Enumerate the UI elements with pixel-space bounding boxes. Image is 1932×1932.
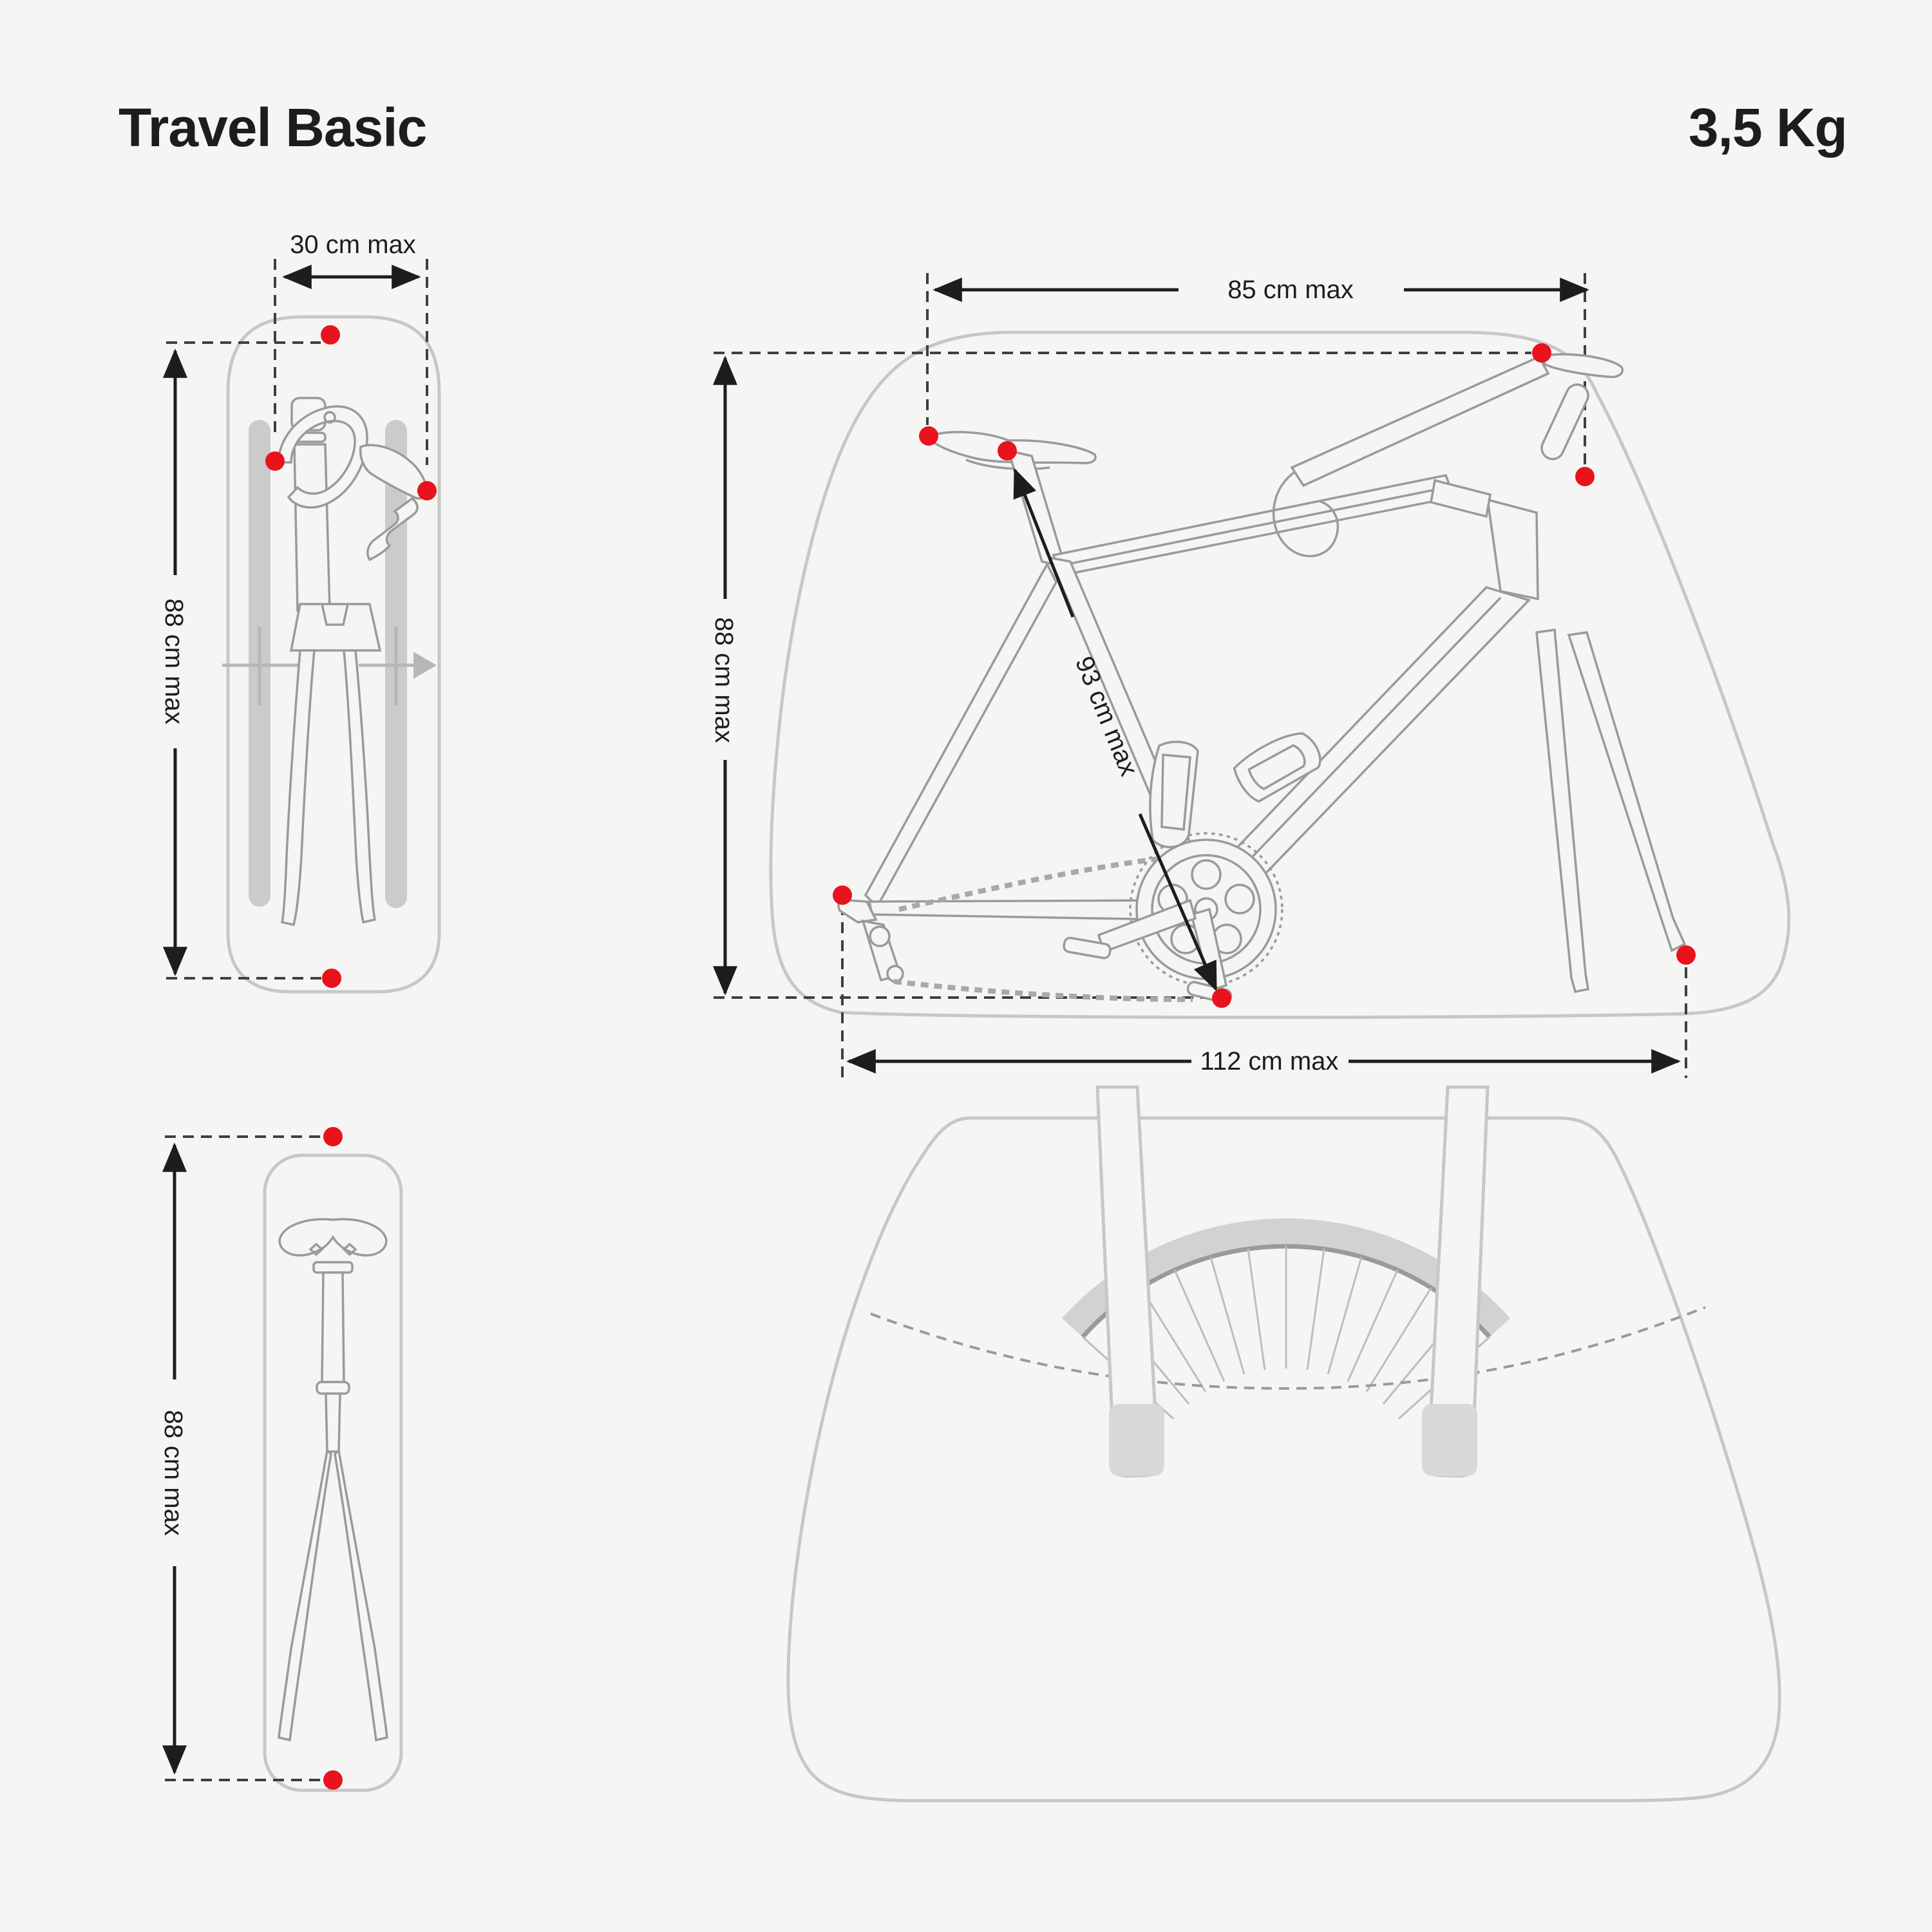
diag-arrow-bottom (1138, 813, 1218, 992)
packed-wheels-sketch (222, 420, 437, 908)
packed-bag-diagram (786, 1085, 1781, 1803)
fork-bag-width-label: 30 cm max (290, 231, 416, 259)
fork-bag-markers (265, 325, 437, 988)
fork-bag-diagram: 30 cm max 88 cm max (160, 231, 441, 994)
left-wheel-crosshair (222, 627, 298, 705)
red-marker-dot (323, 1127, 343, 1146)
red-marker-dot (919, 426, 938, 446)
diag-arrow-top (1013, 468, 1075, 618)
bike-bag-markers (833, 343, 1696, 1008)
fork-bag-width-dimension: 30 cm max (274, 231, 428, 465)
front-derailleur-cage (1160, 753, 1191, 831)
hood-top (1543, 353, 1624, 379)
seatpost-bag-markers (323, 1127, 343, 1790)
bike-bag-outline (769, 330, 1791, 1019)
seatpost-shaft (321, 1271, 345, 1383)
fork-sketch (277, 397, 428, 927)
packed-bag-outline (786, 1116, 1781, 1803)
red-marker-dot (322, 969, 341, 988)
pedal-left (1063, 936, 1112, 960)
bike-bag-bottom-dimension: 112 cm max (846, 1047, 1681, 1075)
strap-right-cap (1422, 1404, 1477, 1476)
stay-left (278, 1448, 332, 1742)
fork-left-leg (280, 649, 316, 927)
fork-bag-height-label: 88 cm max (160, 598, 188, 724)
fork-bag-height-dimension: 88 cm max (160, 341, 322, 980)
crown-notch (321, 603, 349, 626)
fork-blade-right (1567, 631, 1687, 952)
right-wheel-crosshair (359, 627, 437, 705)
fork-right-leg (343, 649, 377, 924)
fork-crown (289, 603, 382, 652)
handlebar-top (1290, 355, 1550, 488)
bike-bag-diagram: 85 cm max 88 cm max 93 cm max 112 cm max (710, 273, 1791, 1078)
bike-bag-top-dimension: 85 cm max (933, 276, 1589, 304)
steerer-tube (293, 443, 331, 612)
tire (1062, 1218, 1510, 1337)
strap-left-cap (1109, 1404, 1164, 1476)
lever-hook (277, 405, 368, 509)
red-marker-dot (1532, 343, 1551, 363)
brake-lever (1540, 383, 1589, 460)
lever-pivot (323, 411, 336, 424)
head-tube (1486, 498, 1539, 601)
red-marker-dot (1575, 467, 1595, 486)
red-marker-dot (265, 451, 285, 471)
carry-straps (1095, 1085, 1490, 1478)
seatpost-sketch (278, 1218, 388, 1742)
red-marker-dot (321, 325, 340, 345)
saddle-rail (965, 459, 1050, 470)
bag-opening-dashed (870, 1306, 1706, 1390)
chain-top (898, 857, 1157, 912)
red-marker-dot (1676, 945, 1696, 965)
stem (1429, 478, 1492, 518)
red-marker-dot (1212, 989, 1231, 1008)
seatpost-bag-height-label: 88 cm max (159, 1410, 187, 1536)
header: Travel Basic 3,5 Kg (118, 97, 1848, 158)
bike-bag-height-dimension: 88 cm max (710, 355, 738, 996)
bottle-cage (1233, 732, 1321, 803)
bike-bag-bottom-width-label: 112 cm max (1200, 1047, 1339, 1075)
red-marker-dot (323, 1770, 343, 1790)
seatpost-bag-diagram: 88 cm max (159, 1127, 403, 1792)
weight-label: 3,5 Kg (1689, 97, 1847, 158)
seat-stay (864, 562, 1057, 909)
page-title: Travel Basic (118, 97, 426, 158)
right-arrow-glyph (413, 652, 437, 679)
lever-blade (366, 497, 419, 562)
seatpost-collar (316, 1381, 350, 1395)
stay-right (334, 1448, 388, 1742)
bike-bag-top-width-label: 85 cm max (1227, 276, 1354, 304)
frame-stub (325, 1392, 341, 1453)
seatpost-bag-height-dimension: 88 cm max (159, 1135, 322, 1781)
red-marker-dot (998, 441, 1017, 460)
saddle-cutout-right (342, 1242, 357, 1256)
saddle-clamp (312, 1261, 354, 1274)
chain-bottom (893, 979, 1193, 1002)
bike-bag-height-label: 88 cm max (710, 617, 738, 743)
saddle-cutout-left (308, 1242, 324, 1256)
bike-sketch (837, 353, 1687, 1004)
fork-blade-left (1535, 629, 1590, 994)
red-marker-dot (833, 886, 852, 905)
saddle-top-view (278, 1218, 388, 1257)
top-tube-line (1061, 486, 1450, 567)
down-tube-line (1209, 596, 1502, 902)
red-marker-dot (417, 481, 437, 500)
handlebar-curl (1272, 470, 1340, 558)
